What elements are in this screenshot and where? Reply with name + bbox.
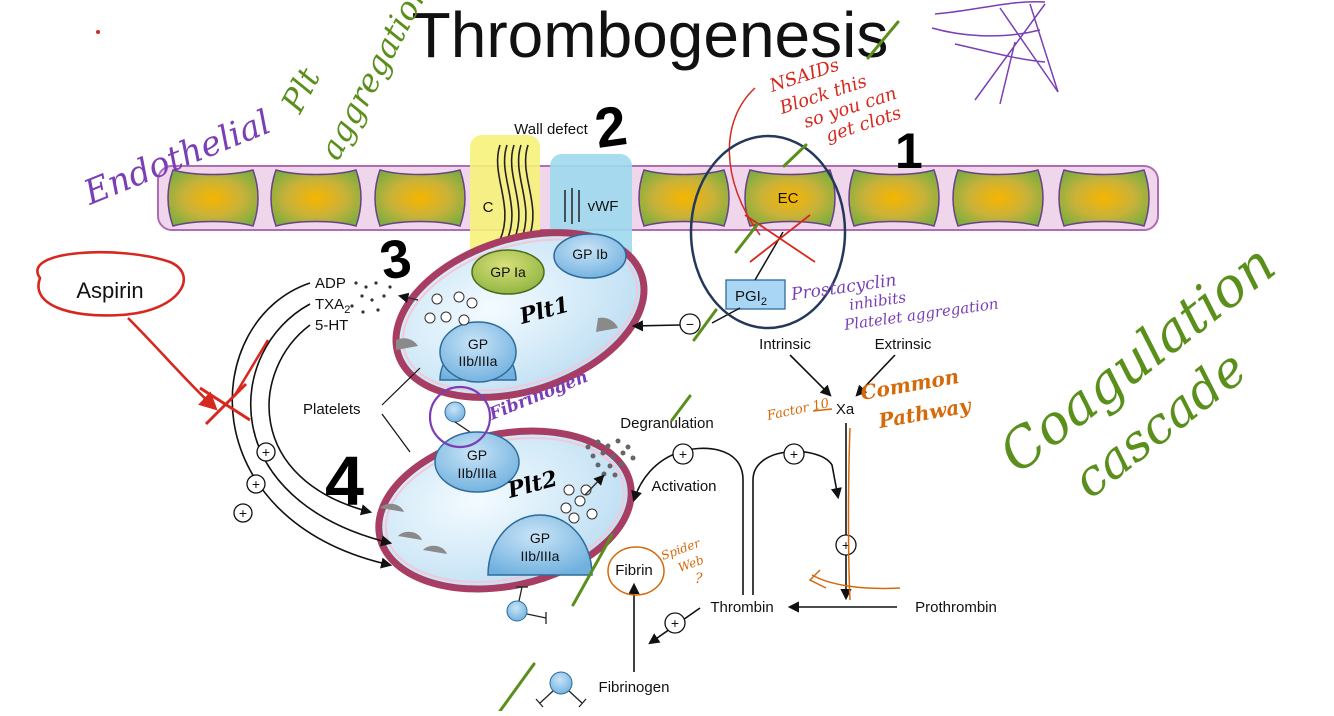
five-ht-label: 5-HT xyxy=(315,317,348,334)
ec-label: EC xyxy=(778,190,799,207)
step-number-4: 4 xyxy=(325,442,364,520)
svg-text:+: + xyxy=(239,505,247,521)
endothelial-cell xyxy=(952,169,1044,227)
gp-label-upper: GP xyxy=(468,336,488,352)
activation-label: Activation xyxy=(651,478,716,495)
svg-text:+: + xyxy=(252,476,260,492)
iib-iiia-label-lower: IIb/IIIa xyxy=(521,548,560,564)
granules-upper xyxy=(424,291,478,326)
endothelium xyxy=(157,165,1159,231)
svg-text:−: − xyxy=(686,316,694,332)
svg-text:+: + xyxy=(790,446,798,462)
ec-pgi2-circle xyxy=(689,134,847,330)
degranulation-label: Degranulation xyxy=(620,415,713,432)
platelet-lower: GP IIb/IIIa GP IIb/IIIa xyxy=(375,427,635,593)
platelet-upper: GP Ia GP Ib GP IIb/IIIa xyxy=(392,229,648,401)
step-number-2: 2 xyxy=(591,93,631,160)
svg-text:+: + xyxy=(262,444,270,460)
svg-text:?: ? xyxy=(695,571,703,587)
adp-particles xyxy=(350,281,392,314)
txa2-label: TXA2 xyxy=(315,296,350,316)
iib-iiia-label-upper: IIb/IIIa xyxy=(459,353,498,369)
gp-ib-receptor xyxy=(553,233,627,279)
inhibit-sign xyxy=(679,313,701,335)
vwf-label: vWF xyxy=(588,198,619,215)
plt-annotation-line1: Plt xyxy=(273,61,328,119)
aspirin-label: Aspirin xyxy=(76,278,143,303)
svg-text:+: + xyxy=(671,615,679,631)
fibrinogen-molecules xyxy=(506,586,587,708)
collagen-fibers xyxy=(496,144,534,241)
platelets-label: Platelets xyxy=(303,401,361,418)
platelet-lower-receptors xyxy=(380,503,447,554)
page-title: Thrombogenesis xyxy=(412,0,889,71)
wall-defect-label: Wall defect xyxy=(514,121,588,138)
endothelial-cells xyxy=(167,169,1150,227)
degranulation-particles xyxy=(585,438,636,478)
plt-annotation-line2: aggregation xyxy=(312,0,438,166)
gp-ia-label: GP Ia xyxy=(490,264,526,280)
endothelial-cell xyxy=(848,169,940,227)
pgi2-label: PGI2 xyxy=(735,288,767,308)
intrinsic-label: Intrinsic xyxy=(759,336,811,353)
mediator-plus-signs: + + + xyxy=(233,442,276,523)
gp-label-middle: GP xyxy=(467,447,487,463)
endothelial-cell xyxy=(374,169,466,227)
common-pathway-annotation: Factor 10 Common Pathway xyxy=(765,364,974,601)
fibrin-label: Fibrin xyxy=(615,562,653,579)
mediator-feedback-arcs xyxy=(231,282,393,569)
step-number-3: 3 xyxy=(376,228,416,292)
xa-label: Xa xyxy=(836,401,855,418)
svg-text:+: + xyxy=(842,537,850,553)
endothelial-cell xyxy=(270,169,362,227)
fibrinogen-bridge xyxy=(444,401,471,433)
gp-label-lower: GP xyxy=(530,530,550,546)
collagen-label: C xyxy=(483,199,494,216)
red-dot xyxy=(96,30,100,34)
gp-ia-receptor xyxy=(471,249,545,295)
svg-text:+: + xyxy=(679,446,687,462)
green-divider-strokes xyxy=(498,20,900,713)
thrombin-label: Thrombin xyxy=(710,599,773,616)
gp-iib-iiia-lower xyxy=(487,514,593,576)
vwf-strands xyxy=(564,188,580,224)
gp-ib-label: GP Ib xyxy=(572,246,608,262)
endothelial-cell xyxy=(638,169,730,227)
fibrinogen-circle xyxy=(428,385,492,449)
endothelial-cell xyxy=(167,169,259,227)
step-number-1: 1 xyxy=(895,123,923,179)
prothrombin-label: Prothrombin xyxy=(915,599,997,616)
purple-scribble xyxy=(931,0,1059,105)
iib-iiia-label-middle: IIb/IIIa xyxy=(458,465,497,481)
fibrinogen-label: Fibrinogen xyxy=(599,679,670,696)
extrinsic-label: Extrinsic xyxy=(875,336,932,353)
coagulation-plus-signs: + + + + xyxy=(664,443,857,634)
endothelial-cell xyxy=(1058,169,1150,227)
adp-label: ADP xyxy=(315,275,346,292)
aspirin-annotation: Aspirin xyxy=(36,250,270,426)
pgi2-box xyxy=(725,279,786,310)
